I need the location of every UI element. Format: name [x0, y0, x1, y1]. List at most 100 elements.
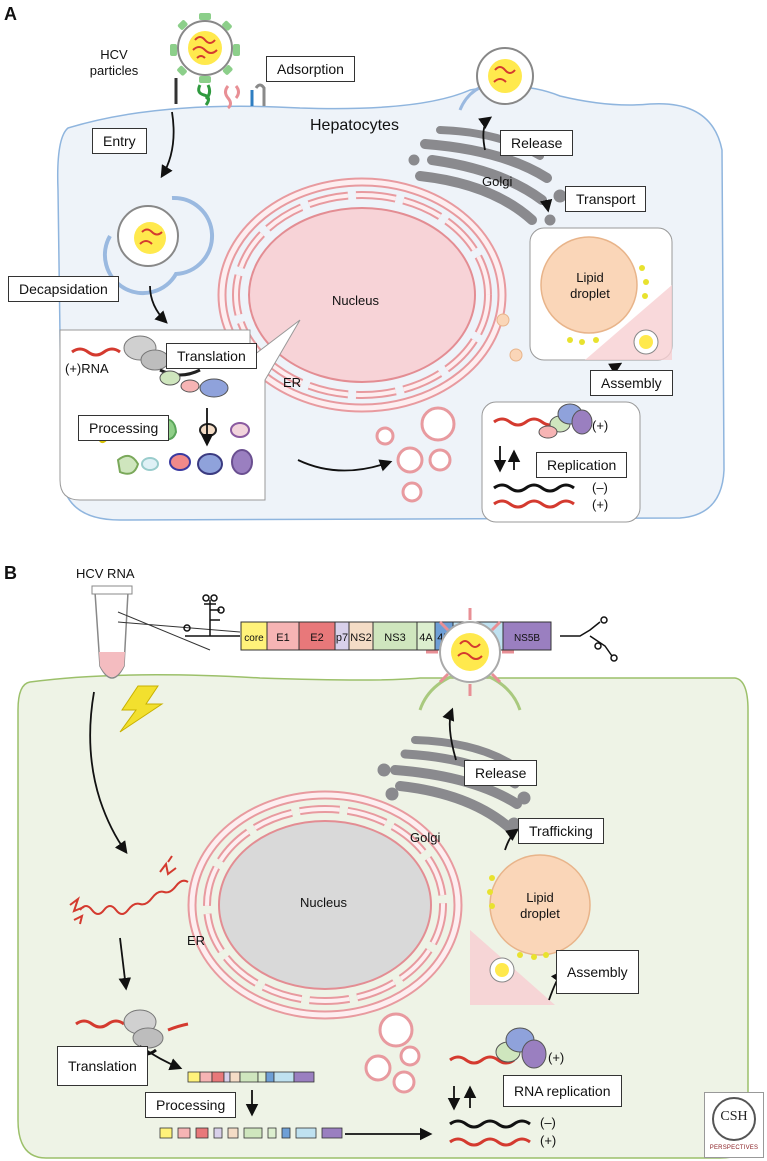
transport-label: Transport: [565, 186, 647, 212]
ribosome-icon: [71, 335, 229, 398]
release-label-b: Release: [464, 760, 538, 786]
endosome-icon: [102, 195, 214, 296]
genome-map: coreE1E2p7NS2NS34A4BNS5ANS5B: [240, 621, 552, 651]
genome-label-core: core: [244, 633, 264, 644]
polyprotein-segment-core: [187, 1071, 201, 1083]
processing-label-b: Processing: [145, 1092, 237, 1118]
panel-a-letter: A: [4, 4, 17, 24]
panel-b-diagram: coreE1E2p7NS2NS34A4BNS5ANS5B: [17, 585, 749, 1159]
plus-label-b2: (+): [540, 1133, 557, 1148]
lipid-droplet-a: [540, 236, 638, 334]
panel-a-diagram: [56, 13, 725, 523]
cleaved-protein-ns2: [227, 1127, 239, 1139]
cleaved-protein-e2: [195, 1127, 209, 1139]
genome-label-ns2: NS2: [350, 632, 371, 644]
rna-replication-label: RNA replication: [503, 1075, 622, 1107]
incoming-rna-icon: [69, 855, 189, 925]
vesicles-b-icon: [364, 1012, 421, 1094]
genome-segment-ns5b: [502, 621, 552, 651]
golgi-label-b: Golgi: [410, 830, 441, 845]
nucleus-a: [248, 207, 476, 383]
genome-label-ns3: NS3: [384, 632, 405, 644]
assembly-label-a: Assembly: [590, 370, 673, 396]
adsorption-label: Adsorption: [266, 56, 355, 82]
cleaved-protein-p7: [213, 1127, 223, 1139]
plus-label-b1: (+): [548, 1050, 565, 1065]
nucleus-b: [218, 820, 432, 990]
er-icon: [217, 177, 507, 413]
released-particle-b-icon: [418, 608, 522, 711]
er-label-a: ER: [283, 375, 302, 390]
logo-emblem-icon: CSH: [712, 1097, 756, 1141]
polyprotein-segment-4b: [265, 1071, 275, 1083]
cleaved-protein-4b: [281, 1127, 291, 1139]
release-label-a: Release: [500, 130, 574, 156]
translation-label-b: Translation: [57, 1046, 148, 1086]
hcv-particle-icon: [170, 13, 240, 83]
polyprotein-segment-e1: [199, 1071, 213, 1083]
genome-label-e1: E1: [276, 632, 289, 644]
replication-label: Replication: [536, 452, 628, 478]
plus-label-a1: (+): [592, 418, 609, 433]
genome-label-4a: 4A: [419, 632, 433, 644]
cleaved-protein-4a: [267, 1127, 277, 1139]
cleaved-protein-ns3: [243, 1127, 263, 1139]
lipid-coat-dots: [567, 265, 649, 345]
panel-b-letter: B: [4, 563, 17, 583]
translation-label-a: Translation: [166, 343, 257, 369]
lipid-b-coat-dots: [487, 875, 549, 960]
lipid-droplet-label-b: Lipid droplet: [520, 890, 560, 921]
decapsidation-label: Decapsidation: [8, 276, 119, 302]
cleaved-protein-ns5a: [295, 1127, 317, 1139]
hepatocytes-label: Hepatocytes: [310, 117, 399, 134]
polyprotein-segment-p7: [223, 1071, 231, 1083]
nucleus-label-b: Nucleus: [300, 895, 347, 910]
cleaved-protein-ns5b: [321, 1127, 343, 1139]
polyprotein-segment-ns5b: [293, 1071, 315, 1083]
cleaved-protein-e1: [177, 1127, 191, 1139]
rna-label-a: (+)RNA: [65, 361, 109, 376]
polyprotein-segment-4a: [257, 1071, 267, 1083]
genome-label-ns5b: NS5B: [514, 633, 540, 644]
logo-line1: CSH: [720, 1109, 748, 1124]
lightning-icon: [119, 685, 164, 733]
tube-zoom-lines: [117, 611, 241, 651]
plus-label-a2: (+): [592, 497, 609, 512]
hcv-particles-label: HCV particles: [89, 47, 139, 78]
minus-label-b: (–): [540, 1115, 556, 1130]
csh-perspectives-logo: CSH PERSPECTIVES: [704, 1092, 764, 1158]
vesicles-icon: [375, 406, 456, 503]
hcv-rna-label: HCV RNA: [76, 566, 135, 581]
genome-label-e2: E2: [310, 632, 323, 644]
entry-label: Entry: [92, 128, 147, 154]
replication-b-icon: [449, 1027, 547, 1147]
replication-complex-icon: [493, 403, 593, 509]
genome-label-p7: p7: [336, 632, 348, 644]
flow-arrows-a: [149, 111, 623, 473]
assembly-label-b: Assembly: [556, 950, 639, 994]
genome-segment-e2: [298, 621, 336, 651]
processing-label-a: Processing: [78, 415, 170, 441]
utr-structures-icon: [183, 594, 618, 662]
golgi-label-a: Golgi: [482, 174, 513, 189]
tube-icon: [91, 585, 133, 679]
er-b-icon: [187, 790, 463, 1020]
lipid-droplet-label-a: Lipid droplet: [570, 270, 610, 301]
er-label-b: ER: [187, 933, 206, 948]
cleaved-protein-core: [159, 1127, 173, 1139]
genome-segment-core: [240, 621, 268, 651]
released-particle-icon: [458, 47, 534, 111]
polyprotein-segment-e2: [211, 1071, 225, 1083]
receptors-icon: [174, 78, 266, 110]
polyprotein-segment-ns3: [239, 1071, 259, 1083]
minus-label-a: (–): [592, 480, 608, 495]
cleaved-proteins: [159, 1127, 343, 1139]
ribosome-b-icon: [75, 1009, 189, 1056]
genome-segment-e1: [266, 621, 300, 651]
nucleus-label-a: Nucleus: [332, 293, 379, 308]
polyprotein-bar: [187, 1071, 315, 1083]
trafficking-label: Trafficking: [518, 818, 604, 844]
logo-line2: PERSPECTIVES: [709, 1145, 759, 1151]
polyprotein-segment-ns5a: [273, 1071, 295, 1083]
polyprotein-segment-ns2: [229, 1071, 241, 1083]
